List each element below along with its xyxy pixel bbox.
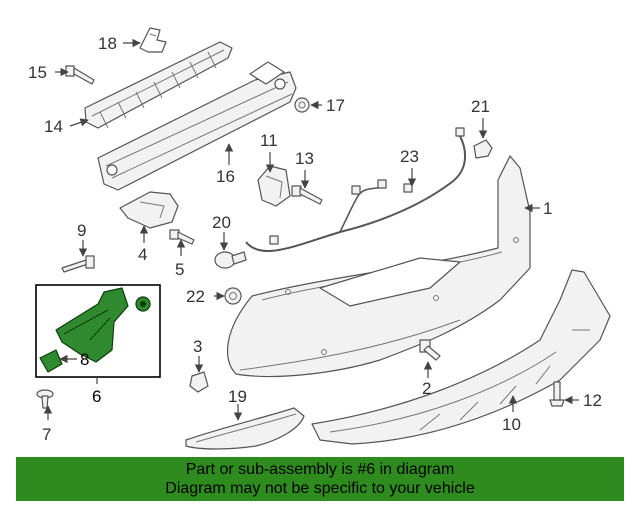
callout-18: 18 — [98, 34, 117, 53]
callout-13: 13 — [295, 149, 314, 168]
callout-23: 23 — [400, 147, 419, 166]
part-12-clip — [549, 381, 565, 407]
callout-21: 21 — [471, 97, 490, 116]
part-20-sensor — [214, 251, 247, 269]
callout-6: 6 — [92, 387, 101, 406]
part-6-highlight-box — [35, 284, 161, 378]
part-21-sensor — [473, 139, 493, 159]
callout-16: 16 — [216, 167, 235, 186]
part-4-bracket — [119, 191, 179, 229]
callout-3: 3 — [193, 337, 202, 356]
callout-9: 9 — [77, 221, 86, 240]
part-11-sensor — [257, 165, 291, 207]
callout-12: 12 — [583, 391, 602, 410]
leader-lines — [43, 38, 579, 421]
part-10-lower-diffuser — [311, 269, 611, 445]
part-5-bolt — [169, 229, 195, 245]
part-16-bumper-reinforcement — [97, 61, 297, 191]
info-banner: Part or sub-assembly is #6 in diagram Di… — [16, 457, 624, 501]
callout-15: 15 — [28, 63, 47, 82]
callout-22: 22 — [186, 287, 205, 306]
callout-1: 1 — [543, 199, 552, 218]
callout-2: 2 — [422, 379, 431, 398]
part-6-bracket-highlighted — [55, 287, 129, 363]
banner-line-1: Part or sub-assembly is #6 in diagram — [185, 461, 455, 478]
callout-7: 7 — [42, 425, 51, 444]
callout-19: 19 — [228, 387, 247, 406]
part-8-clip-highlighted — [39, 349, 63, 373]
callout-8: 8 — [80, 350, 89, 369]
part-7-screw — [36, 389, 54, 409]
part-15-bolt — [65, 65, 95, 85]
part-18-bracket — [139, 27, 167, 53]
callout-5: 5 — [175, 260, 184, 279]
part-13-bolt — [291, 185, 323, 205]
banner-line-2: Diagram may not be specific to your vehi… — [165, 480, 475, 497]
part-3-clip — [189, 371, 209, 393]
part-9-bolt — [61, 255, 95, 273]
callout-10: 10 — [502, 415, 521, 434]
callout-17: 17 — [326, 96, 345, 115]
callout-numbers: 18 15 14 17 16 11 13 23 21 1 4 5 9 20 22… — [28, 34, 602, 444]
part-23-wiring-harness — [245, 127, 466, 252]
part-17-nut — [294, 97, 310, 113]
part-22-clip — [224, 287, 242, 305]
callout-4: 4 — [138, 245, 147, 264]
part-19-reflector — [185, 407, 305, 450]
callout-11: 11 — [260, 131, 278, 150]
part-2-bolt — [419, 339, 441, 361]
callout-20: 20 — [212, 213, 231, 232]
callout-14: 14 — [44, 117, 63, 136]
